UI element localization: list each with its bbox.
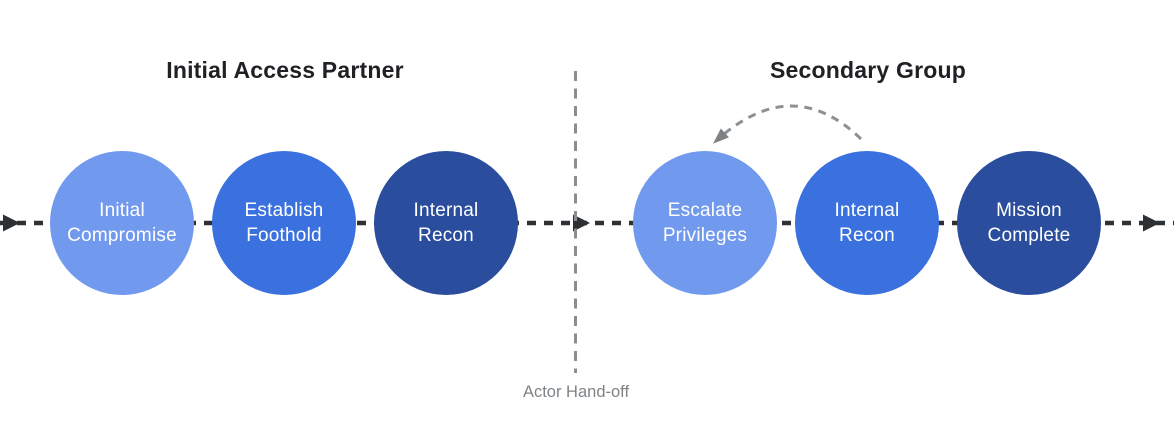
group-title-secondary-group: Secondary Group — [770, 57, 966, 83]
step-label: Mission Complete — [987, 199, 1071, 246]
flow-arrowhead-center-icon — [573, 214, 590, 232]
step-label: Establish Foothold — [244, 199, 324, 246]
step-circle-establish-foothold: Establish Foothold — [212, 151, 356, 295]
flow-arrowhead-right-icon — [1143, 214, 1160, 232]
step-circle-initial-compromise: Initial Compromise — [50, 151, 194, 295]
step-label: Internal Recon — [413, 199, 479, 246]
step-label: Escalate Privileges — [662, 199, 748, 246]
step-label: Initial Compromise — [67, 199, 177, 246]
recon-loopback-arc — [713, 104, 863, 144]
flow-arrowhead-left-icon — [3, 214, 20, 232]
step-circle-escalate-privileges: Escalate Privileges — [633, 151, 777, 295]
step-label: Internal Recon — [834, 199, 900, 246]
actor-handoff-label: Actor Hand-off — [522, 383, 630, 401]
step-circle-mission-complete: Mission Complete — [957, 151, 1101, 295]
step-circle-internal-recon-right: Internal Recon — [795, 151, 939, 295]
group-title-initial-access-partner: Initial Access Partner — [166, 57, 404, 83]
step-circle-internal-recon-left: Internal Recon — [374, 151, 518, 295]
